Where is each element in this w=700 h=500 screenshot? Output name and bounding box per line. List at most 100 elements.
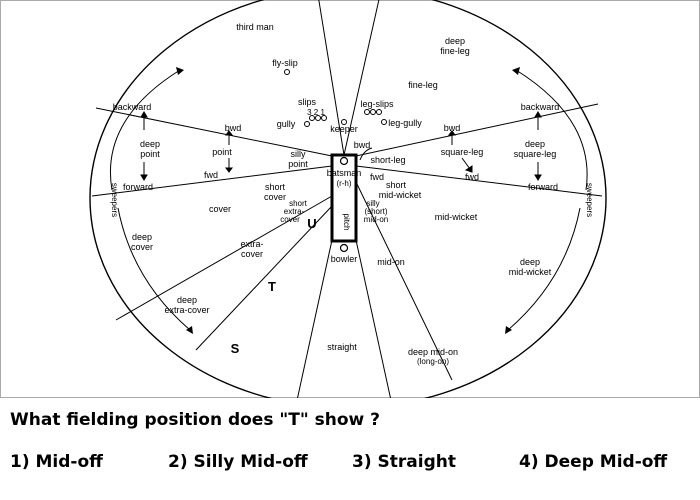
label-forward-left: forward: [123, 182, 153, 192]
label-bwd-square: bwd: [444, 123, 461, 133]
marker-t: T: [268, 279, 276, 294]
label-third-man: third man: [236, 22, 274, 32]
label-batsman: batsman: [327, 168, 362, 178]
label-fine-leg: fine-leg: [408, 80, 438, 90]
bowler-marker: [339, 243, 349, 253]
sweepers-arc-left-bottom: [117, 207, 191, 331]
direction-arrows: [140, 111, 542, 181]
gully-marker: [304, 121, 310, 127]
label-short-extra-1: short: [289, 199, 308, 208]
slip-1-marker: [321, 115, 327, 121]
label-deep-mw-2: mid-wicket: [509, 267, 552, 277]
label-pitch: pitch: [342, 214, 351, 231]
line-third-man: [318, 0, 345, 156]
slip-3-marker: [309, 115, 315, 121]
line-extra-cover: [195, 205, 333, 351]
label-silly-2: (short): [364, 207, 387, 216]
label-backward-left: backward: [113, 102, 152, 112]
option-1[interactable]: 1) Mid-off: [10, 452, 103, 472]
label-short-cover-1: short: [265, 182, 286, 192]
label-point: point: [212, 147, 232, 157]
marker-s: S: [231, 341, 240, 356]
label-cover: cover: [209, 204, 231, 214]
label-deep-extra-1: deep: [177, 295, 197, 305]
boundary-ellipse: [89, 0, 607, 398]
marker-u: U: [307, 216, 316, 231]
label-leg-gully: leg-gully: [388, 118, 422, 128]
label-deep-mw-1: deep: [520, 257, 540, 267]
label-rh: (r-h): [336, 179, 351, 188]
label-sweepers-left: sweepers: [110, 183, 119, 217]
cricket-field-diagram: third man deep fine-leg fly-slip fine-le…: [0, 0, 700, 398]
label-mid-wicket: mid-wicket: [435, 212, 478, 222]
question-text: What fielding position does "T" show ?: [10, 410, 380, 430]
label-short-mw-1: short: [386, 180, 407, 190]
batsman-marker: [339, 156, 349, 166]
label-short-extra-3: cover: [280, 215, 300, 224]
label-deep-cover-2: cover: [131, 242, 153, 252]
label-deep-sq-2: square-leg: [514, 149, 557, 159]
label-bwd-point: bwd: [225, 123, 242, 133]
leg-slip-3-marker: [376, 109, 382, 115]
label-forward-right: forward: [528, 182, 558, 192]
label-fwd-batsman: fwd: [370, 172, 384, 182]
label-backward-right: backward: [521, 102, 560, 112]
leg-slip-2-marker: [370, 109, 376, 115]
label-deep-fine-leg-1: deep: [445, 36, 465, 46]
pitch-rectangle: [330, 153, 358, 243]
bwd-curved-arrow: [359, 147, 373, 161]
label-silly-point-1: silly: [291, 149, 306, 159]
sweepers-arcs: [109, 67, 588, 334]
label-square-leg: square-leg: [441, 147, 484, 157]
leg-slip-1-marker: [364, 109, 370, 115]
label-short-leg: short-leg: [370, 155, 405, 165]
line-backward-left: [95, 107, 333, 157]
line-forward-right: [355, 165, 603, 197]
label-bwd-keeper: bwd: [354, 140, 371, 150]
keeper-marker: [341, 119, 347, 125]
option-2[interactable]: 2) Silly Mid-off: [168, 452, 308, 472]
label-silly-point-2: point: [288, 159, 308, 169]
label-extra-cover-1: extra-: [240, 239, 263, 249]
sector-lines: [91, 0, 603, 398]
label-slip-nums: 3 2 1: [307, 108, 325, 117]
label-leg-slips: leg-slips: [360, 99, 394, 109]
label-slips: slips: [298, 97, 317, 107]
label-deep-fine-leg-2: fine-leg: [440, 46, 470, 56]
label-silly-3: mid-on: [364, 215, 388, 224]
label-silly-1: silly: [366, 199, 379, 208]
label-keeper: keeper: [330, 124, 358, 134]
label-fly-slip: fly-slip: [272, 58, 298, 68]
line-backward-right: [355, 103, 599, 157]
sweepers-arc-right-top: [515, 69, 588, 191]
option-4[interactable]: 4) Deep Mid-off: [519, 452, 668, 472]
label-fwd-square: fwd: [465, 172, 479, 182]
label-bowler: bowler: [331, 254, 358, 264]
label-deep-point-1: deep: [140, 139, 160, 149]
line-straight-left: [297, 239, 333, 398]
label-deep-extra-2: extra-cover: [164, 305, 209, 315]
line-forward-left: [91, 165, 333, 197]
line-mid-on: [355, 181, 453, 381]
fly-slip-marker: [284, 69, 290, 75]
label-straight: straight: [327, 342, 357, 352]
label-short-extra-2: extra-: [284, 207, 305, 216]
line-straight-right: [355, 239, 391, 398]
label-sweepers-right: sweepers: [585, 183, 594, 217]
fielder-circles: [284, 69, 387, 127]
label-deep-cover-1: deep: [132, 232, 152, 242]
label-short-mw-2: mid-wicket: [379, 190, 422, 200]
label-fwd-point: fwd: [204, 170, 218, 180]
label-mid-on: mid-on: [377, 257, 405, 267]
label-short-cover-2: cover: [264, 192, 286, 202]
label-deep-point-2: point: [140, 149, 160, 159]
label-extra-cover-2: cover: [241, 249, 263, 259]
label-gully: gully: [277, 119, 296, 129]
option-3[interactable]: 3) Straight: [352, 452, 456, 472]
line-fine-leg: [343, 0, 380, 156]
sweepers-arc-left-top: [109, 69, 181, 191]
sweepers-arc-right-bottom: [507, 207, 581, 331]
line-cover: [115, 195, 333, 321]
label-deep-mid-on-2: (long-on): [417, 357, 449, 366]
label-deep-sq-1: deep: [525, 139, 545, 149]
